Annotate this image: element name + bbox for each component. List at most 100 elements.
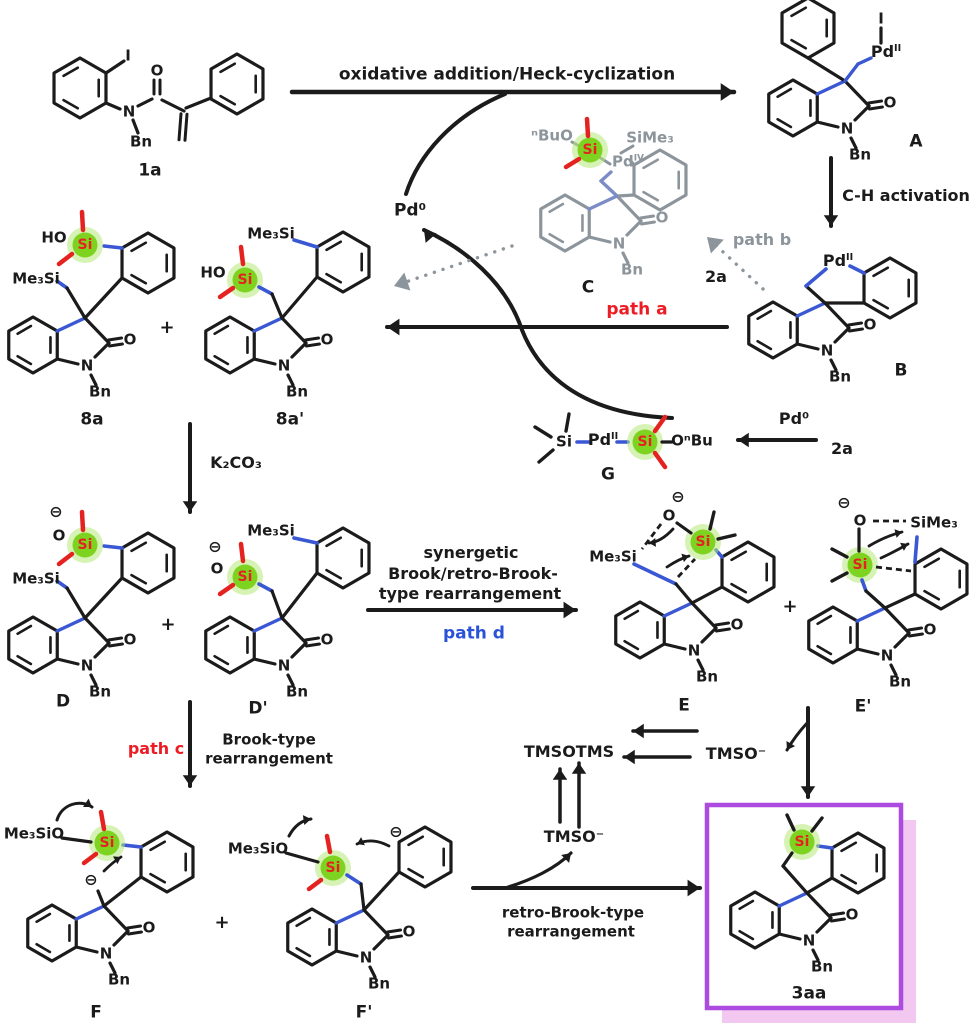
atom-o: O bbox=[730, 615, 744, 634]
si-atom: Si bbox=[325, 860, 341, 876]
label-tmsotms: TMSOTMS bbox=[523, 742, 615, 761]
si-atom: Si bbox=[77, 237, 93, 253]
species-label-1a: 1a bbox=[138, 160, 162, 181]
si-atom: Si bbox=[99, 835, 115, 851]
atom-o: O bbox=[142, 918, 156, 937]
atom-o: O bbox=[923, 620, 937, 639]
arrow-label-brook-2: rearrangement bbox=[205, 749, 333, 768]
atom-i-A: I bbox=[878, 9, 884, 28]
si-atom: Si bbox=[852, 557, 868, 573]
atom-o: O bbox=[320, 330, 334, 349]
label-tmso-right: TMSO⁻ bbox=[705, 744, 767, 763]
label-path-b: path b bbox=[732, 230, 792, 249]
atom-o: O bbox=[320, 630, 334, 649]
atom-pd2-B: PdII bbox=[822, 251, 854, 271]
arrow-label-ch-activation: C-H activation bbox=[842, 186, 970, 205]
si-atom: Si bbox=[582, 142, 598, 158]
atom-n: N bbox=[80, 656, 94, 675]
si-atom: Si bbox=[794, 834, 810, 850]
atom-n: N bbox=[277, 656, 291, 675]
atom-n: N bbox=[820, 341, 834, 360]
atom-o: O bbox=[123, 330, 137, 349]
species-label-Fp: F' bbox=[355, 1002, 373, 1023]
group-me3sio-F: Me₃SiO bbox=[3, 824, 65, 843]
species-label-Dp: D' bbox=[248, 698, 268, 719]
atom-i-1a: I bbox=[125, 46, 131, 65]
group-me3si-Dp: Me₃Si bbox=[247, 521, 295, 540]
group-bn-1a: Bn bbox=[129, 132, 153, 151]
group-bn: Bn bbox=[285, 382, 309, 401]
label-path-c: path c bbox=[127, 739, 185, 758]
atom-pd2-G: PdII bbox=[587, 430, 619, 450]
atom-o: O bbox=[655, 208, 669, 227]
arrow-label-synergetic-1: synergetic bbox=[423, 543, 519, 562]
species-label-8ap: 8a' bbox=[275, 409, 305, 430]
atom-n: N bbox=[99, 944, 113, 963]
species-label-A: A bbox=[909, 131, 923, 152]
charge-minus-Ep: ⊖ bbox=[837, 493, 851, 512]
plus-sign-e: + bbox=[782, 596, 798, 617]
species-label-G: G bbox=[601, 464, 615, 485]
atom-o: O bbox=[883, 93, 897, 112]
arrow-label-synergetic-2: Brook/retro-Brook- bbox=[388, 564, 558, 583]
label-pd0-right: Pd⁰ bbox=[778, 409, 810, 428]
atom-o: O bbox=[845, 905, 859, 924]
species-label-E: E bbox=[678, 695, 690, 716]
atom-n: N bbox=[880, 646, 894, 665]
group-bn: Bn bbox=[888, 672, 912, 691]
si-atom: Si bbox=[237, 569, 253, 585]
label-2a-top: 2a bbox=[705, 267, 727, 286]
atom-n-1a: N bbox=[122, 102, 136, 121]
charge-minus-E: ⊖ bbox=[671, 487, 685, 506]
atom-o-minus-Ep: O bbox=[853, 511, 867, 530]
atom-o-minus-D: O bbox=[52, 526, 66, 545]
group-me3si-E: Me₃Si bbox=[589, 547, 637, 566]
si-atom: Si bbox=[637, 434, 653, 450]
species-label-F: F bbox=[90, 1002, 102, 1023]
label-tmso-mid: TMSO⁻ bbox=[543, 827, 605, 846]
plus-sign-8a: + bbox=[159, 317, 175, 338]
species-label-D: D bbox=[55, 691, 71, 712]
atom-n: N bbox=[687, 641, 701, 660]
group-me3si-8ap: Me₃Si bbox=[247, 224, 295, 243]
group-bn: Bn bbox=[88, 382, 112, 401]
atom-si-G-left: Si bbox=[556, 432, 572, 451]
atom-o-minus-Dp: O bbox=[210, 559, 224, 578]
group-nbuo-C: ⁿBuO bbox=[531, 126, 573, 145]
group-me3si-D: Me₃Si bbox=[12, 569, 60, 588]
atom-o-minus-E: O bbox=[662, 506, 676, 525]
charge-minus-D: ⊖ bbox=[49, 502, 63, 521]
charge-minus-F: ⊖ bbox=[84, 870, 98, 889]
group-ho-8a: HO bbox=[41, 228, 67, 247]
species-label-C: C bbox=[581, 277, 595, 298]
group-bn: Bn bbox=[285, 682, 309, 701]
atom-n: N bbox=[80, 356, 94, 375]
arrow-label-synergetic-3: type rearrangement bbox=[378, 584, 562, 603]
group-bn: Bn bbox=[828, 367, 852, 386]
atom-o: O bbox=[863, 315, 877, 334]
charge-minus-Dp: ⊖ bbox=[208, 537, 222, 556]
species-label-3aa: 3aa bbox=[791, 983, 827, 1004]
species-label-Ep: E' bbox=[854, 696, 872, 717]
plus-sign-d: + bbox=[160, 614, 176, 635]
atom-pd2-A: PdII bbox=[870, 42, 902, 62]
si-atom: Si bbox=[77, 537, 93, 553]
charge-minus-Fp: ⊖ bbox=[389, 822, 403, 841]
arrow-label-retro-1: retro-Brook-type bbox=[501, 903, 645, 922]
species-label-B: B bbox=[894, 360, 908, 381]
group-bn: Bn bbox=[695, 667, 719, 686]
plus-sign-f: + bbox=[214, 912, 230, 933]
group-me3sio-Fp: Me₃SiO bbox=[227, 839, 289, 858]
label-2a-right: 2a bbox=[831, 439, 853, 458]
arrow-label-k2co3: K₂CO₃ bbox=[210, 453, 262, 472]
group-ho-8ap: HO bbox=[200, 263, 226, 282]
group-bn: Bn bbox=[620, 260, 644, 279]
label-path-d: path d bbox=[443, 623, 505, 644]
group-bn: Bn bbox=[367, 974, 391, 993]
label-pd0-top: Pd⁰ bbox=[393, 200, 427, 221]
group-bn: Bn bbox=[810, 957, 834, 976]
group-sime3-C: SiMe₃ bbox=[626, 128, 674, 147]
arrow-label-brook-1: Brook-type bbox=[222, 730, 316, 749]
